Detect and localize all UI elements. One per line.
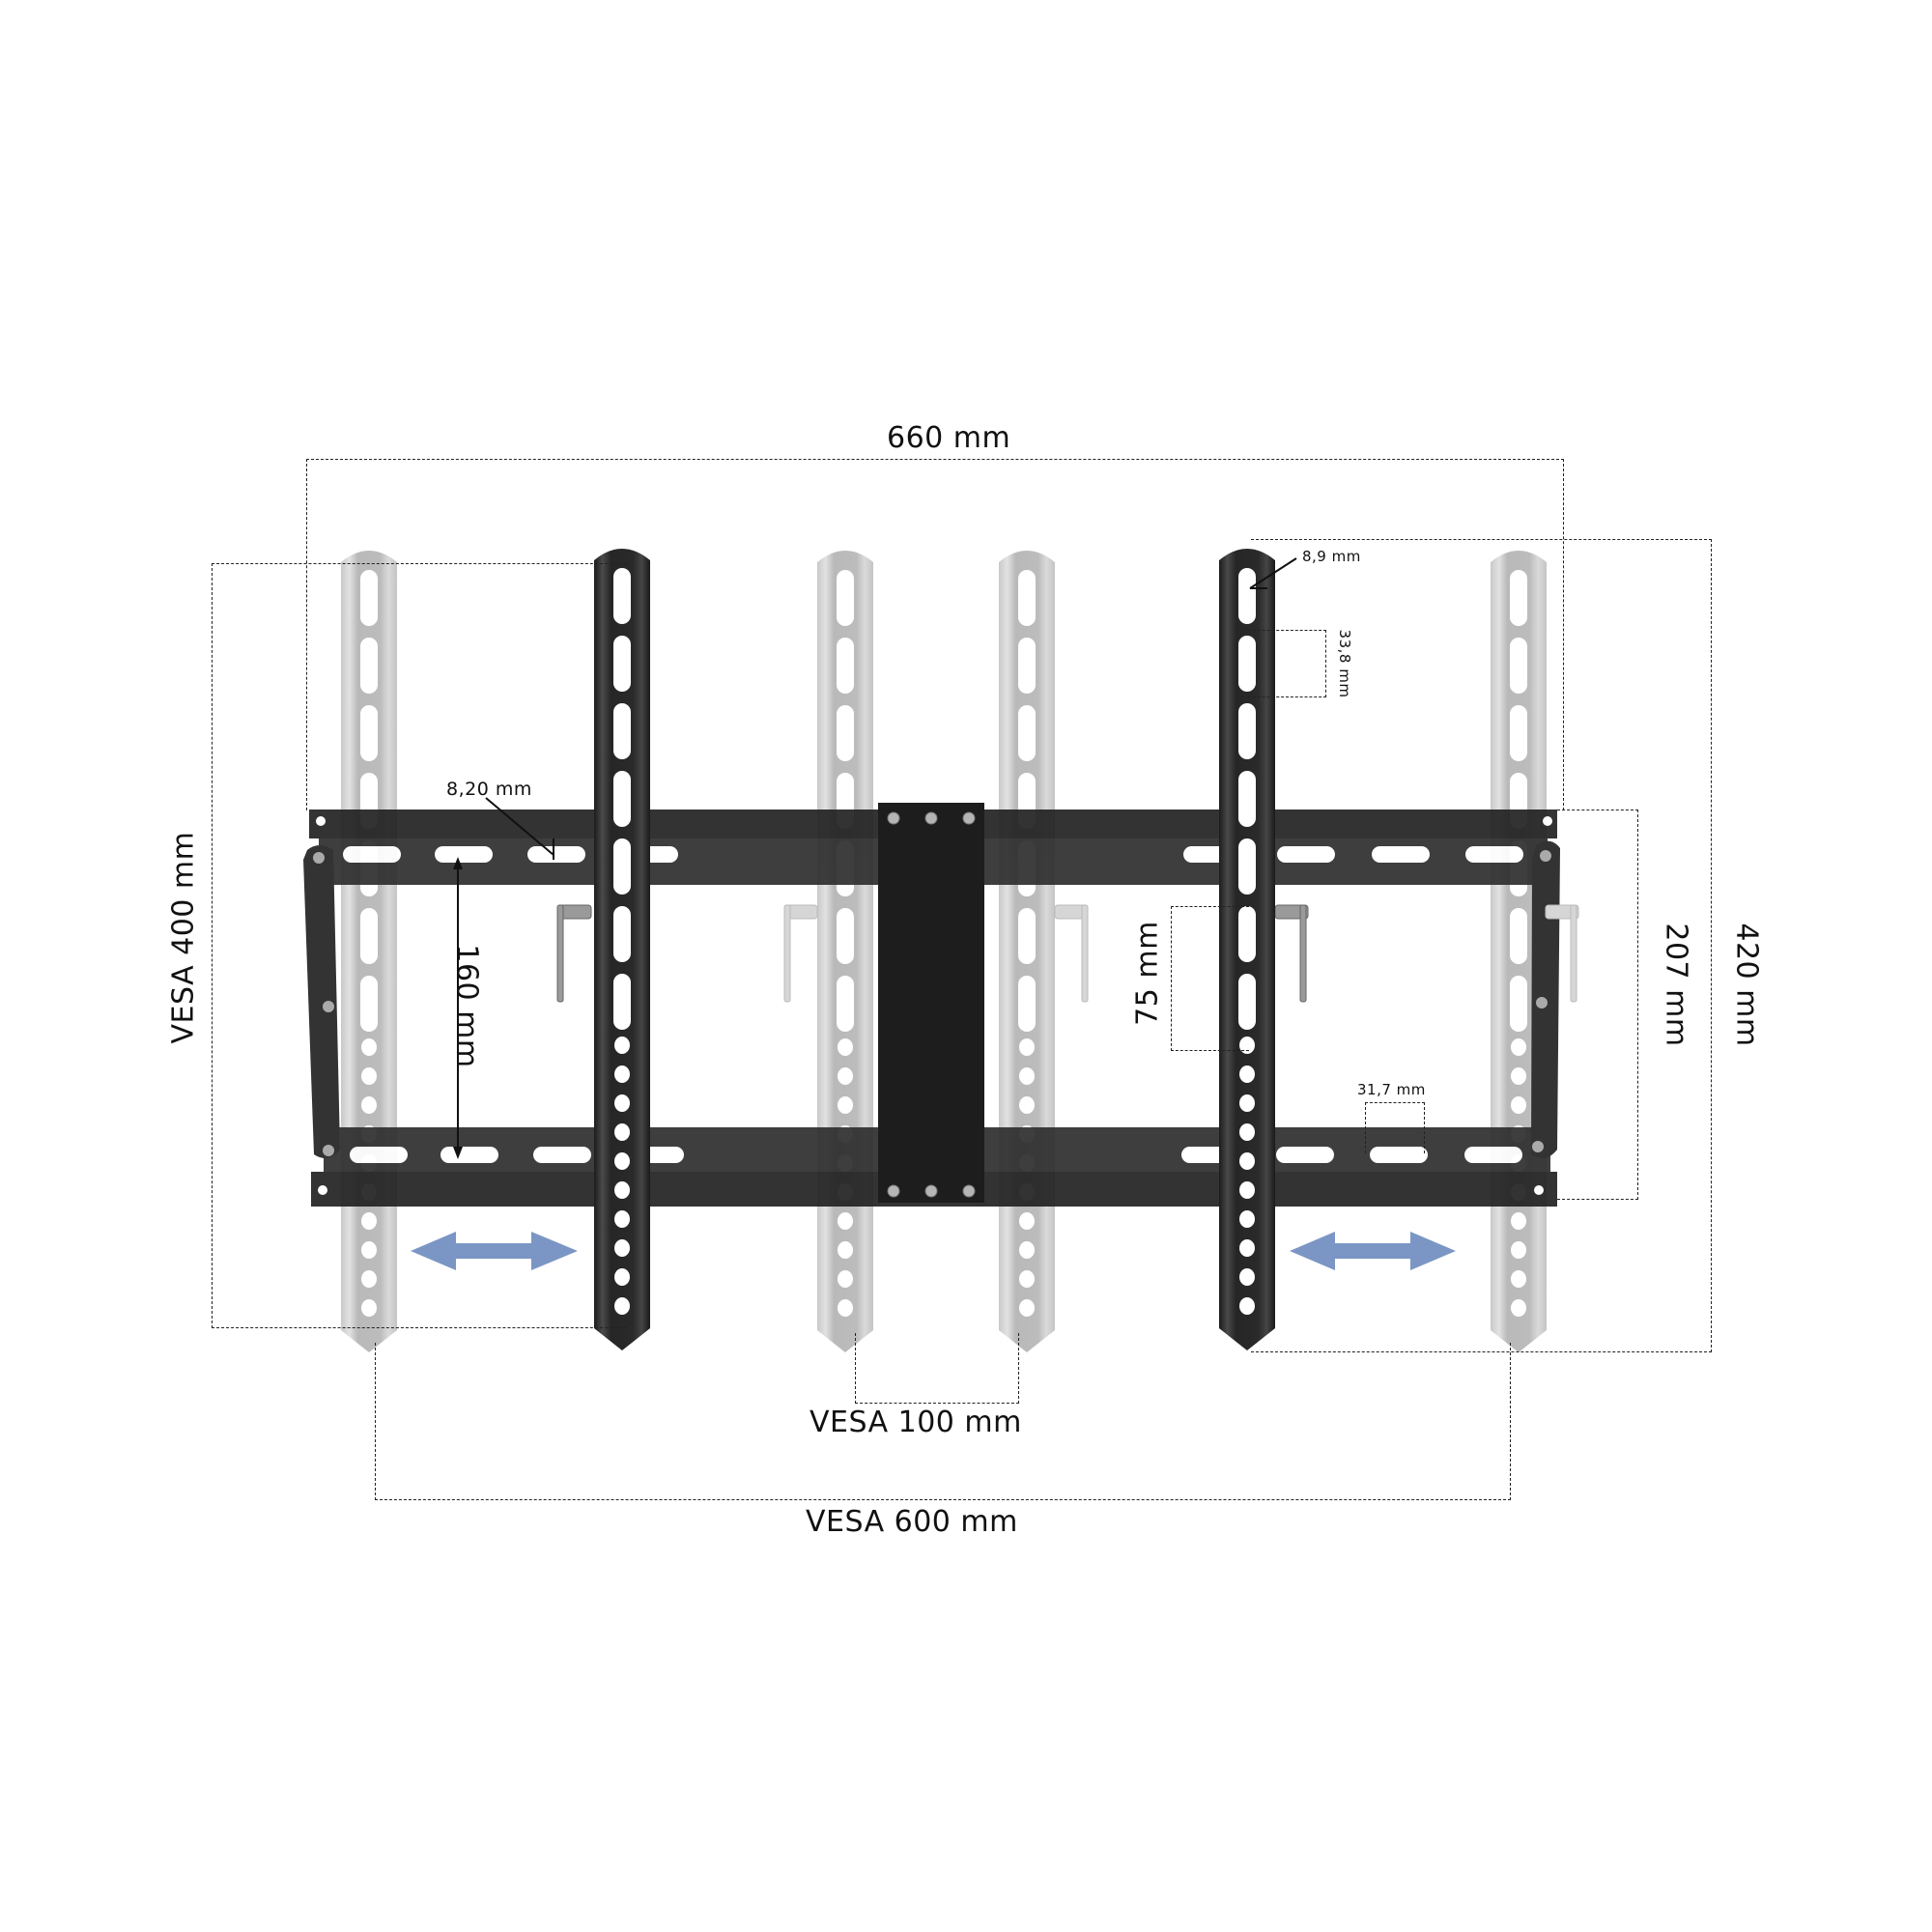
- label-vesa-400: VESA 400 mm: [166, 831, 201, 1044]
- label-207: 207 mm: [1659, 923, 1693, 1047]
- dim-box-33-8: [1248, 630, 1326, 697]
- label-vesa-600: VESA 600 mm: [806, 1505, 1018, 1539]
- label-slot-width-8-20: 8,20 mm: [446, 779, 532, 800]
- dim-box-vesa-600: [375, 1343, 1511, 1500]
- dim-box-420: [1251, 539, 1712, 1352]
- right-tilt-bracket: [1531, 840, 1560, 1158]
- label-vesa-100: VESA 100 mm: [810, 1406, 1022, 1439]
- label-420: 420 mm: [1729, 923, 1764, 1047]
- safety-pins: [556, 904, 1309, 1003]
- dim-box-207: [1557, 810, 1638, 1200]
- ghost-safety-pins: [783, 904, 1579, 1003]
- dim-box-vesa-100: [855, 1333, 1019, 1404]
- label-160: 160 mm: [449, 944, 484, 1068]
- center-plate: [878, 803, 984, 1203]
- label-overall-width: 660 mm: [887, 421, 1011, 455]
- label-75: 75 mm: [1130, 921, 1165, 1026]
- dim-box-660: [306, 459, 1564, 810]
- dim-box-75: [1171, 906, 1249, 1051]
- dim-box-vesa-400: [212, 563, 627, 1328]
- dim-box-31-7: [1365, 1102, 1425, 1153]
- label-arm-slot-length-33-8: 33,8 mm: [1336, 629, 1353, 698]
- left-tilt-bracket: [303, 845, 340, 1158]
- adjust-arrow-left-icon: [411, 1232, 578, 1270]
- label-rail-slot-31-7: 31,7 mm: [1357, 1081, 1426, 1098]
- label-arm-slot-width-8-9: 8,9 mm: [1302, 548, 1361, 565]
- adjust-arrow-right-icon: [1290, 1232, 1456, 1270]
- dimension-160-arrow: [453, 857, 463, 1159]
- leader-lines: [485, 557, 1297, 860]
